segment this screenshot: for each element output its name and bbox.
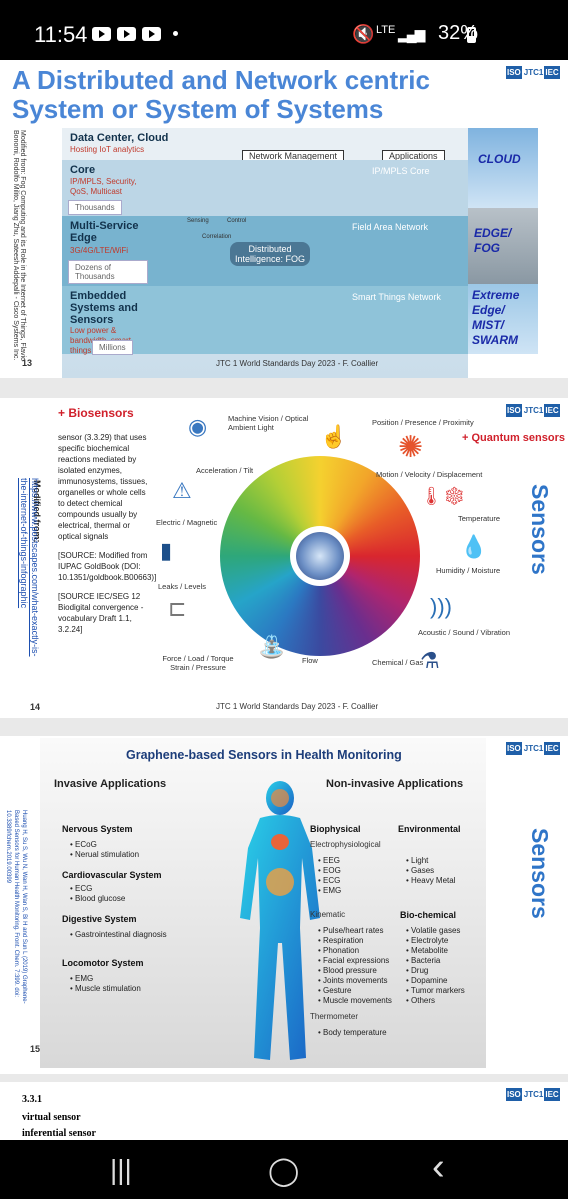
label-chemical: Chemical / Gas <box>372 658 424 667</box>
clamp-icon: ⊏ <box>168 596 187 621</box>
flask-icon: ⚗ <box>420 648 440 673</box>
signal-icon: ▂▄▆ <box>398 26 425 42</box>
biosensors-heading: + Biosensors <box>58 406 134 420</box>
label-motion: Motion / Velocity / Displacement <box>376 470 483 479</box>
label-humidity: Humidity / Moisture <box>436 566 501 575</box>
source-reference: Modified from: Fog Computing and its Rol… <box>12 130 26 361</box>
quantum-sensors-heading: + Quantum sensors <box>462 432 566 444</box>
page-number: 15 <box>30 1044 41 1054</box>
diagram-title: Graphene-based Sensors in Health Monitor… <box>126 748 402 762</box>
human-body-illustration <box>240 781 320 1060</box>
home-button[interactable]: ◯ <box>268 1155 300 1186</box>
page-number: 13 <box>22 358 33 368</box>
sensor-color-wheel <box>220 456 420 656</box>
tilt-icon: ⚠ <box>172 478 192 503</box>
modified-from-label: Modified from: <box>32 480 42 543</box>
youtube-icon <box>117 27 136 41</box>
youtube-icon <box>92 27 111 41</box>
label-leaks: Leaks / Levels <box>158 582 206 591</box>
core-tier: Core IP/MPLS, Security, QoS, Multicast T… <box>62 160 468 216</box>
sensors-side-title: Sensors <box>527 828 553 919</box>
term-virtual-sensor: virtual sensor <box>22 1112 81 1123</box>
sensors-side-title: Sensors <box>527 484 553 575</box>
status-bar: 11:54 🔇 LTE ▂▄▆ 32% <box>0 0 568 60</box>
droplet-icon: 💧 <box>460 534 488 559</box>
notification-dot-icon <box>173 31 178 36</box>
sound-wave-icon: ))) <box>430 594 452 619</box>
back-button[interactable]: ‹ <box>432 1146 445 1188</box>
battery-icon: ▮ <box>160 538 173 563</box>
graphene-diagram: Graphene-based Sensors in Health Monitor… <box>40 738 486 1068</box>
label-electric: Electric / Magnetic <box>156 518 218 527</box>
extreme-edge-label: Extreme Edge/ MIST/ SWARM <box>468 284 538 354</box>
fog-architecture-diagram: Data Center, Cloud Hosting IoT analytics… <box>62 128 468 378</box>
label-acoustic: Acoustic / Sound / Vibration <box>418 628 510 637</box>
hand-touch-icon: ☝ <box>320 424 348 449</box>
clock: 11:54 <box>34 22 88 47</box>
invasive-heading: Invasive Applications <box>54 778 167 790</box>
faucet-icon: ⛲ <box>258 634 286 659</box>
reference-citation[interactable]: Huang H, Su S, Wu N, Wan H, Wan S, Bi H … <box>5 810 27 1004</box>
eye-icon: ◉ <box>188 414 208 439</box>
data-center-tier: Data Center, Cloud Hosting IoT analytics… <box>62 128 468 162</box>
biosensor-definition: sensor (3.3.29) that uses specific bioch… <box>58 433 157 634</box>
lte-label: LTE <box>376 24 396 36</box>
label-flow: Flow <box>302 656 318 665</box>
youtube-icon <box>142 27 161 41</box>
postscapes-link[interactable]: https://www.postscapes.com/what-exactly-… <box>19 478 40 657</box>
label-position: Position / Presence / Proximity <box>372 418 474 427</box>
label-acceleration: Acceleration / Tilt <box>196 466 254 475</box>
recent-apps-button[interactable]: ||| <box>110 1154 132 1185</box>
mute-icon: 🔇 <box>352 24 375 44</box>
cloud-label: CLOUD <box>468 128 538 208</box>
page-number: 14 <box>30 702 41 712</box>
label-force: Force / Load / Torque Strain / Pressure <box>162 654 234 672</box>
label-temperature: Temperature <box>458 514 501 523</box>
slide-title: A Distributed and Network centric System… <box>12 65 430 124</box>
label-machine-vision: Machine Vision / Optical Ambient Light <box>228 414 309 432</box>
slide-footer: JTC 1 World Standards Day 2023 - F. Coal… <box>216 702 379 711</box>
noninvasive-heading: Non-invasive Applications <box>326 778 464 790</box>
slide-footer: JTC 1 World Standards Day 2023 - F. Coal… <box>216 359 379 368</box>
tier-legend: CLOUD EDGE/ FOG Extreme Edge/ MIST/ SWAR… <box>468 128 538 378</box>
navigation-bar: ||| ◯ ‹ <box>0 1140 568 1199</box>
edge-tier: Multi-Service Edge 3G/4G/LTE/WiFi Dozens… <box>62 216 468 286</box>
edge-fog-label: EDGE/ FOG <box>468 208 538 284</box>
term-number: 3.3.1 <box>22 1094 42 1105</box>
thermometer-icon: 🌡❄ <box>420 486 466 506</box>
sensor-core-icon <box>296 532 344 580</box>
fan-icon: ✺ <box>398 431 424 464</box>
battery-icon <box>467 27 476 43</box>
term-inferential-sensor: inferential sensor <box>22 1128 96 1139</box>
embedded-tier: Embedded Systems and Sensors Low power &… <box>62 286 468 355</box>
